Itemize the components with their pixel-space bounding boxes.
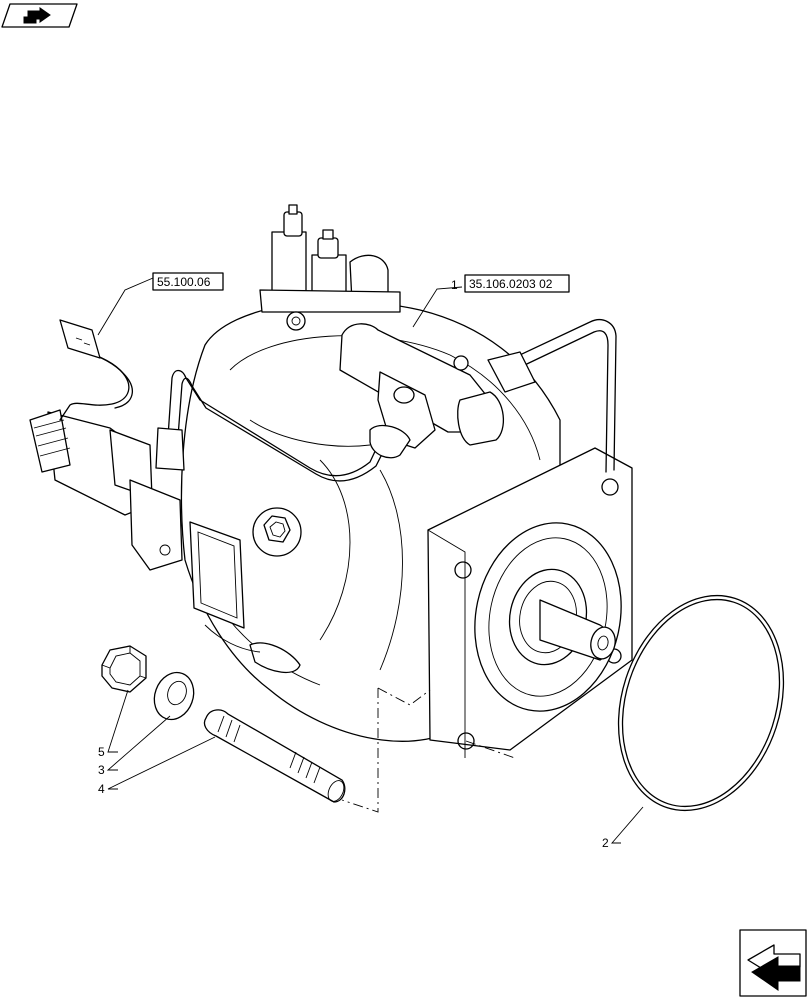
callout-1: 1	[451, 278, 458, 292]
o-ring	[617, 594, 785, 812]
reference-label: 35.106.0203 02	[469, 277, 553, 291]
reference-label: 55.100.06	[157, 275, 211, 289]
callout-4: 4	[98, 782, 105, 796]
reference-box-35-106-0203-02[interactable]: 35.106.0203 02	[464, 274, 570, 293]
threaded-stud	[203, 709, 346, 803]
pump-assembly	[29, 204, 633, 758]
assembly-center-lines	[341, 687, 516, 813]
washer	[153, 671, 195, 721]
bottom-nav-box[interactable]	[739, 929, 807, 997]
next-page-arrow-icon	[747, 944, 801, 991]
page-arrow-icon	[23, 7, 51, 24]
callout-3: 3	[98, 763, 105, 777]
callout-5: 5	[98, 745, 105, 759]
callout-2: 2	[602, 836, 609, 850]
leader-lines	[97, 277, 644, 844]
top-nav-tag[interactable]	[1, 3, 78, 28]
reference-box-55-100-06[interactable]: 55.100.06	[152, 272, 224, 291]
hex-nut	[101, 645, 147, 693]
